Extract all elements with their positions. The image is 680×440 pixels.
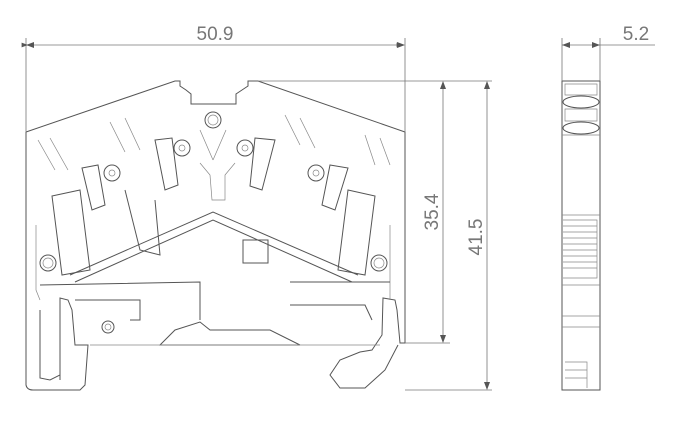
dimension-lines <box>21 38 655 391</box>
dim-width-side: 5.2 <box>623 24 649 45</box>
front-view <box>25 80 406 391</box>
dim-width-front: 50.9 <box>197 24 234 45</box>
dim-height-total: 41.5 <box>466 219 487 256</box>
dim-height-inner: 35.4 <box>422 193 443 230</box>
side-view <box>561 80 601 391</box>
